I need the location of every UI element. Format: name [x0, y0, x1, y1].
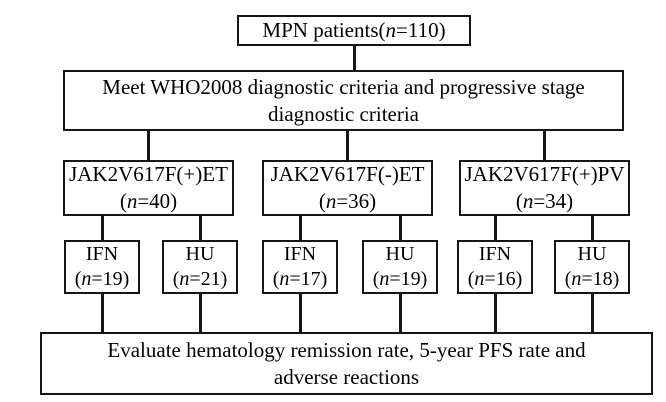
group-count: (n=34)	[516, 188, 573, 215]
n-italic: n	[522, 189, 534, 213]
arm-box-ifn-1: IFN (n=19)	[64, 240, 140, 294]
criteria-line-1: Meet WHO2008 diagnostic criteria and pro…	[102, 74, 585, 99]
connector-group2-to-hu	[399, 214, 402, 242]
connector-group1-to-hu	[199, 214, 202, 242]
connector-top-to-criteria	[353, 44, 356, 72]
criteria-box: Meet WHO2008 diagnostic criteria and pro…	[63, 70, 624, 131]
group-box-jak2v617f-pos-et: JAK2V617F(+)ET (n=40)	[63, 160, 234, 216]
label-text: =36)	[336, 189, 377, 213]
label-text: (	[515, 189, 523, 213]
group-count: (n=36)	[319, 188, 376, 215]
n-italic: n	[126, 189, 138, 213]
label-text: =19)	[389, 268, 428, 290]
mpn-patients-label: MPN patients(n=110)	[262, 17, 445, 44]
n-italic: n	[279, 268, 290, 290]
connector-criteria-to-group-1	[147, 129, 150, 162]
arm-count: (n=19)	[373, 267, 428, 292]
arm-box-ifn-2: IFN (n=17)	[262, 240, 338, 294]
arm-count: (n=21)	[173, 267, 228, 292]
connector-group3-to-ifn	[494, 214, 497, 242]
label-text: =110)	[396, 18, 446, 42]
label-text: =17)	[289, 268, 328, 290]
arm-box-ifn-3: IFN (n=16)	[457, 240, 533, 294]
arm-treatment: HU	[577, 243, 607, 265]
group-count: (n=40)	[120, 188, 177, 215]
connector-group1-to-ifn	[101, 214, 104, 242]
connector-arm4-to-outcome	[399, 292, 402, 334]
connector-group3-to-hu	[591, 214, 594, 242]
arm-box-hu-2: HU (n=19)	[362, 240, 438, 294]
arm-treatment: IFN	[283, 243, 317, 265]
arm-treatment: IFN	[85, 243, 119, 265]
group-title: JAK2V617F(+)ET	[69, 162, 228, 186]
arm-treatment: HU	[185, 243, 215, 265]
connector-arm6-to-outcome	[591, 292, 594, 334]
label-text: (	[272, 268, 280, 290]
outcome-line-1: Evaluate hematology remission rate, 5-ye…	[107, 337, 586, 362]
connector-arm1-to-outcome	[101, 292, 104, 334]
n-italic: n	[385, 18, 397, 42]
label-text: =19)	[91, 268, 130, 290]
n-italic: n	[179, 268, 190, 290]
arm-count: (n=18)	[565, 267, 620, 292]
label-text: (	[564, 268, 572, 290]
label-text: (	[372, 268, 380, 290]
connector-criteria-to-group-3	[543, 129, 546, 162]
outcome-line-2: adverse reactions	[273, 364, 420, 389]
n-italic: n	[379, 268, 390, 290]
connector-group2-to-ifn	[299, 214, 302, 242]
arm-count: (n=17)	[273, 267, 328, 292]
group-title: JAK2V617F(+)PV	[464, 162, 625, 186]
arm-box-hu-1: HU (n=21)	[162, 240, 238, 294]
arm-count: (n=16)	[468, 267, 523, 292]
arm-treatment: HU	[385, 243, 415, 265]
group-box-jak2v617f-pos-pv: JAK2V617F(+)PV (n=34)	[459, 160, 630, 216]
label-text: MPN patients(	[262, 18, 386, 42]
label-text: =18)	[581, 268, 620, 290]
label-text: (	[172, 268, 180, 290]
label-text: (	[318, 189, 326, 213]
label-text: =34)	[533, 189, 574, 213]
label-text: (	[119, 189, 127, 213]
mpn-patients-box: MPN patients(n=110)	[237, 15, 471, 46]
outcome-box: Evaluate hematology remission rate, 5-ye…	[40, 332, 653, 395]
n-italic: n	[81, 268, 92, 290]
arm-treatment: IFN	[478, 243, 512, 265]
connector-arm3-to-outcome	[299, 292, 302, 334]
arm-box-hu-3: HU (n=18)	[554, 240, 630, 294]
connector-criteria-to-group-2	[346, 129, 349, 162]
group-box-jak2v617f-neg-et: JAK2V617F(-)ET (n=36)	[262, 160, 433, 216]
label-text: (	[467, 268, 475, 290]
connector-arm2-to-outcome	[199, 292, 202, 334]
group-title: JAK2V617F(-)ET	[270, 162, 425, 186]
label-text: (	[74, 268, 82, 290]
connector-arm5-to-outcome	[494, 292, 497, 334]
n-italic: n	[325, 189, 337, 213]
n-italic: n	[474, 268, 485, 290]
arm-count: (n=19)	[75, 267, 130, 292]
criteria-line-2: diagnostic criteria	[267, 101, 420, 126]
label-text: =40)	[137, 189, 178, 213]
label-text: =21)	[189, 268, 228, 290]
n-italic: n	[571, 268, 582, 290]
label-text: =16)	[484, 268, 523, 290]
